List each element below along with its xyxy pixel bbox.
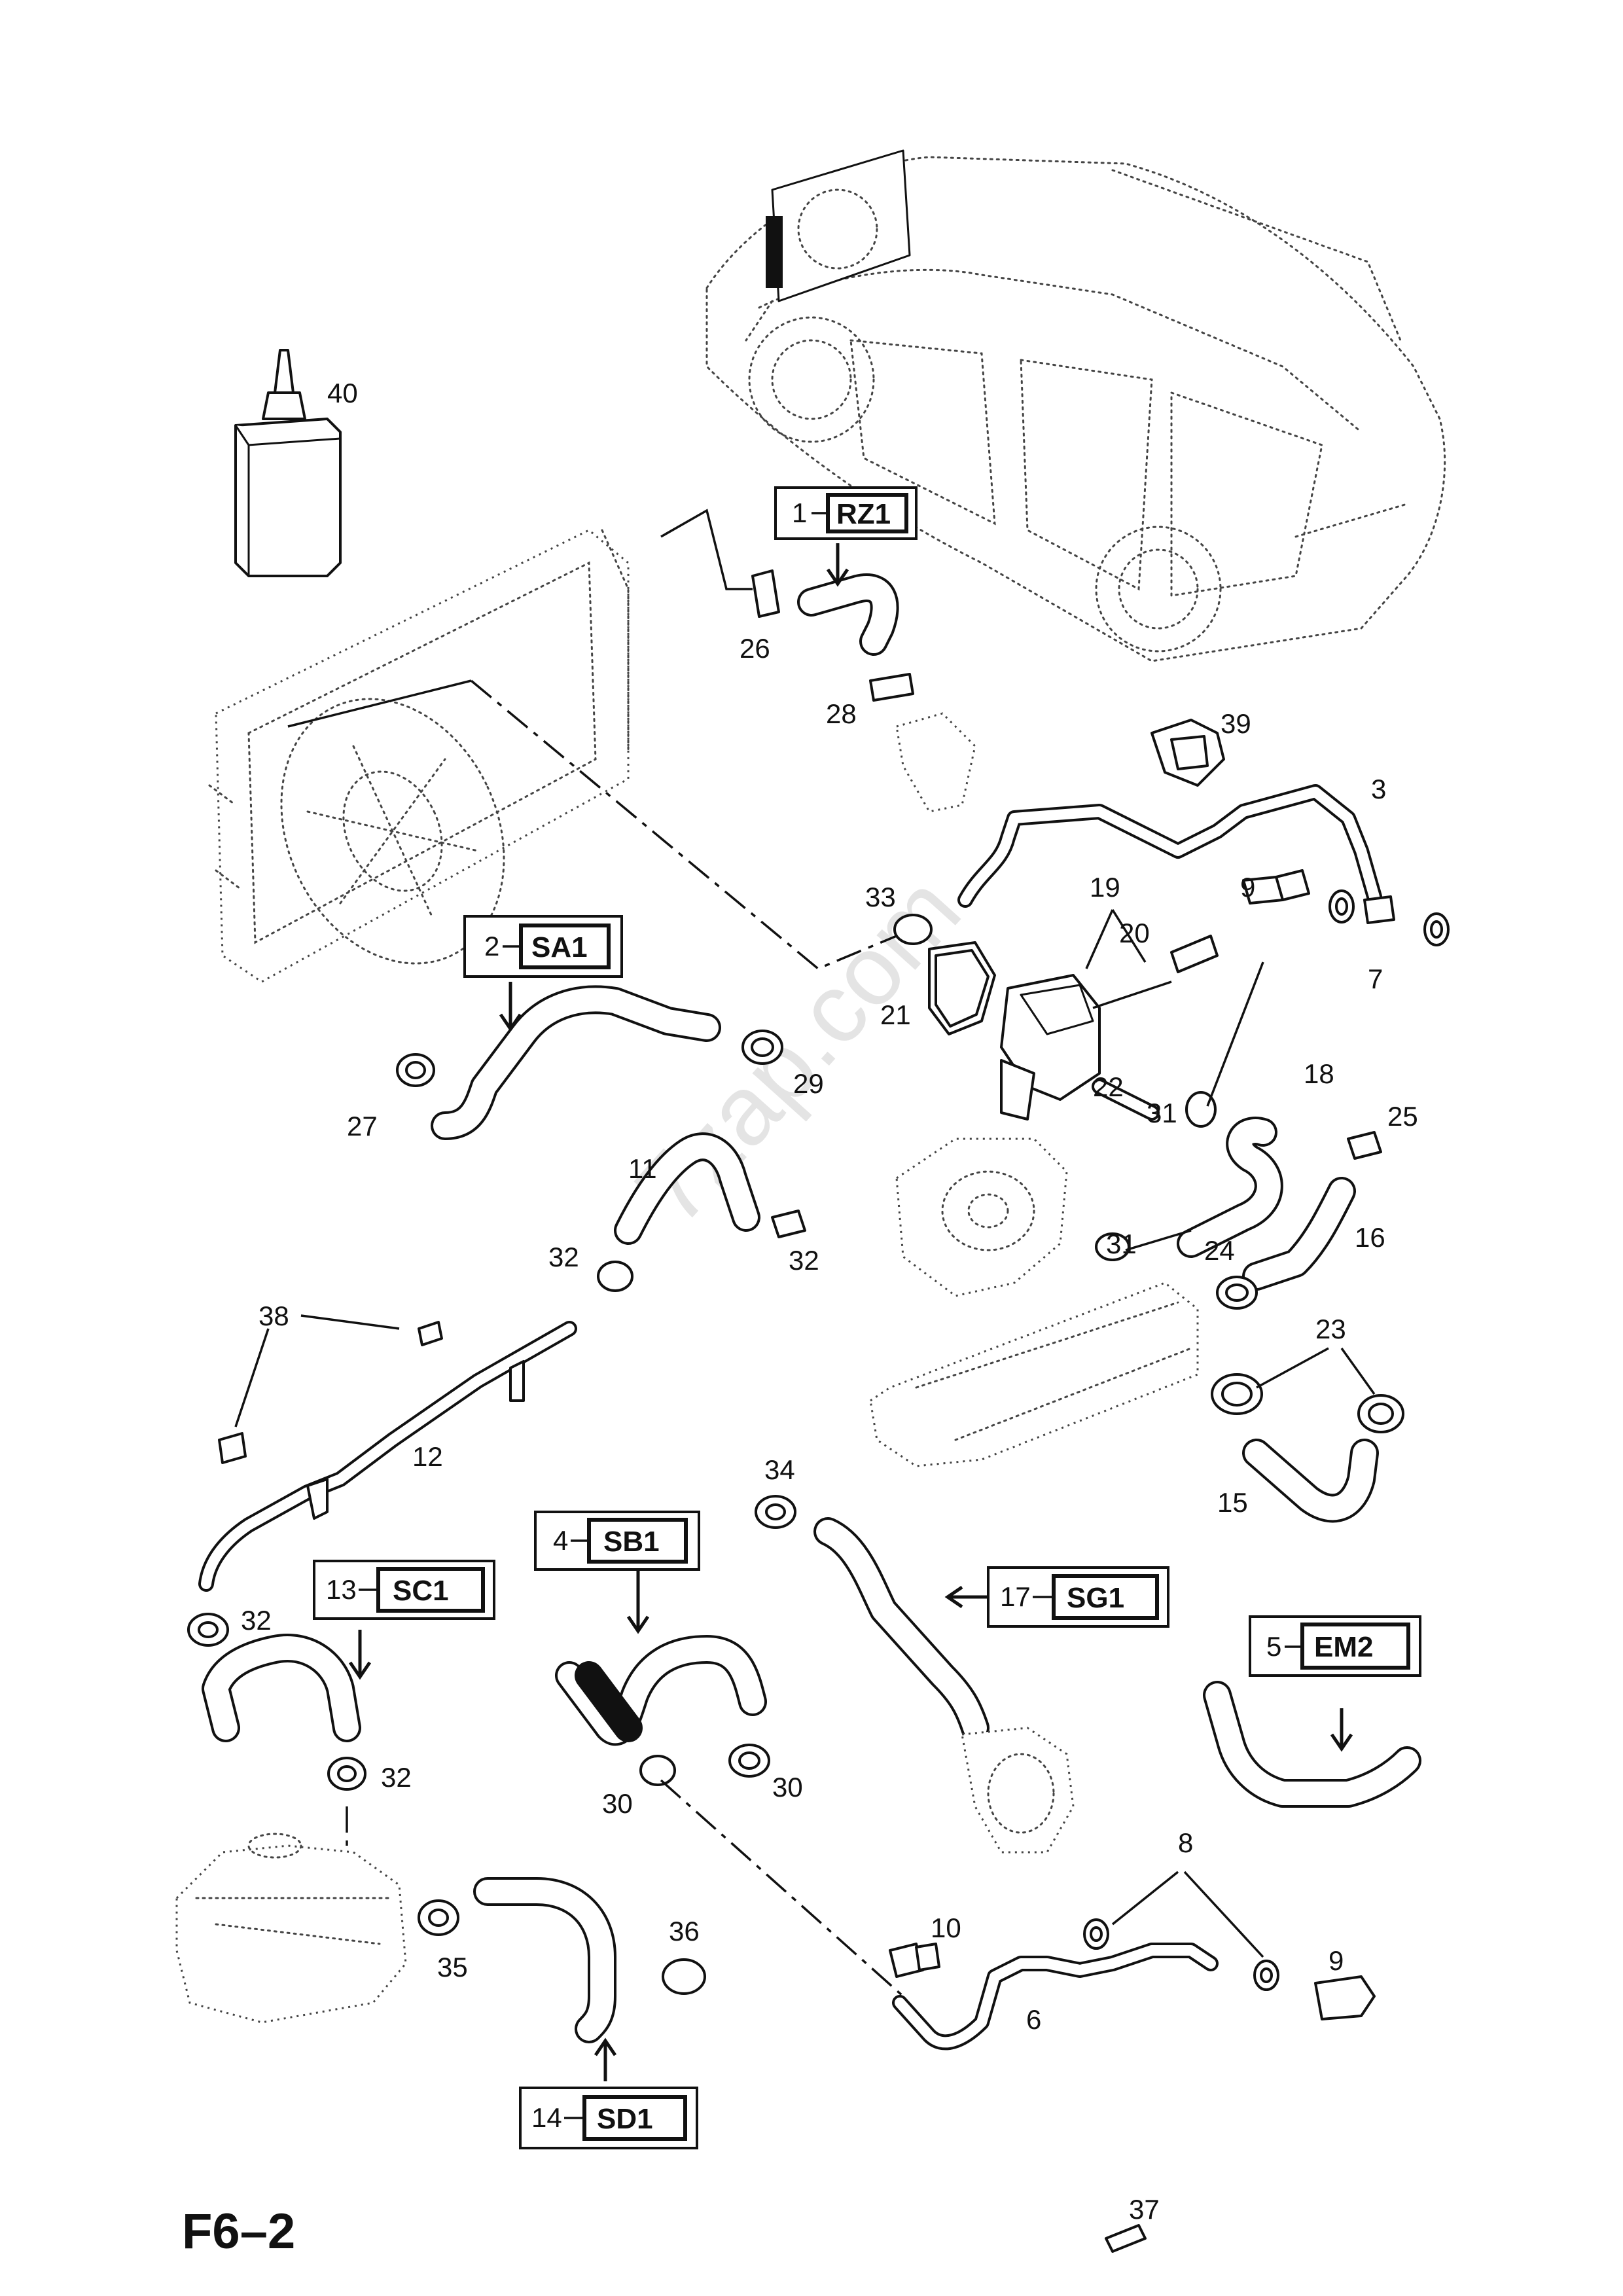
clip-part-39 — [1150, 719, 1225, 787]
coolant-bottle-part-40 — [234, 349, 342, 577]
callout-27: 27 — [347, 1111, 378, 1141]
callout-6: 6 — [1026, 2004, 1041, 2035]
callout-34: 34 — [764, 1454, 795, 1485]
svg-text:1: 1 — [792, 497, 807, 528]
callout-8: 8 — [1178, 1827, 1193, 1858]
callout-20: 20 — [1119, 918, 1150, 948]
callout-10: 10 — [931, 1912, 961, 1943]
hose-part-17-assembly — [755, 1495, 1075, 1854]
link-line-radiator-33 — [470, 679, 897, 971]
hose-part-11-assembly — [597, 1132, 806, 1292]
callout-32-tank: 32 — [381, 1762, 412, 1793]
svg-text:5: 5 — [1266, 1631, 1281, 1662]
svg-text:SD1: SD1 — [597, 2103, 653, 2135]
callout-38: 38 — [259, 1300, 289, 1331]
fitting-parts-9-7-top — [1242, 869, 1450, 946]
callout-37: 37 — [1129, 2194, 1160, 2225]
pipe-part-3 — [957, 784, 1395, 924]
callout-28: 28 — [826, 698, 857, 729]
hose-part-13-assembly — [187, 1613, 366, 1852]
callout-32-left: 32 — [548, 1242, 579, 1272]
callout-35: 35 — [437, 1952, 468, 1982]
callout-12: 12 — [412, 1441, 443, 1472]
callout-22: 22 — [1093, 1071, 1124, 1102]
callout-26: 26 — [740, 633, 770, 664]
pipe-part-12-assembly — [198, 1314, 577, 1592]
thermostat-parts-19-20-21-22 — [928, 909, 1219, 1121]
hose-part-1-assembly — [751, 569, 976, 813]
callout-32-sc1: 32 — [241, 1605, 272, 1636]
engine-block-outline — [895, 1138, 1068, 1297]
group-box-sd1: 14 SD1 — [519, 2087, 698, 2149]
callout-15: 15 — [1217, 1487, 1248, 1518]
expansion-tank-outline — [175, 1833, 407, 2024]
callout-7: 7 — [1368, 963, 1383, 994]
clamp-part-33 — [893, 914, 933, 945]
callout-30-left: 30 — [602, 1788, 633, 1819]
svg-text:13: 13 — [326, 1574, 357, 1605]
hose-part-2-assembly — [396, 985, 783, 1140]
hose-part-4-assembly — [555, 1635, 904, 1998]
callout-33: 33 — [865, 882, 896, 912]
callout-25: 25 — [1387, 1101, 1418, 1132]
callout-labels: 40 26 28 39 3 19 20 33 9 7 21 22 18 31 2… — [241, 378, 1418, 2225]
callout-3: 3 — [1371, 774, 1386, 804]
callout-40: 40 — [327, 378, 358, 408]
vehicle-outline — [705, 149, 1446, 662]
hose-part-5 — [1203, 1681, 1421, 1808]
group-box-sc1: 13 SC1 — [313, 1560, 495, 1620]
callout-21: 21 — [880, 999, 911, 1030]
svg-text:SB1: SB1 — [603, 1526, 660, 1558]
group-box-em2: 5 EM2 — [1249, 1615, 1421, 1677]
svg-text:EM2: EM2 — [1314, 1631, 1373, 1663]
hose-part-18-assembly — [1095, 961, 1283, 1261]
callout-9-bottom: 9 — [1329, 1945, 1344, 1976]
callout-9-top: 9 — [1240, 872, 1255, 903]
callout-32-right: 32 — [789, 1245, 819, 1276]
callout-31-bottom: 31 — [1106, 1229, 1137, 1259]
group-box-rz1: 1 RZ1 — [774, 486, 918, 540]
svg-text:SC1: SC1 — [393, 1575, 449, 1607]
callout-24: 24 — [1204, 1235, 1235, 1266]
svg-text:SG1: SG1 — [1067, 1582, 1124, 1614]
callout-36: 36 — [669, 1916, 700, 1946]
svg-text:SA1: SA1 — [531, 931, 588, 963]
group-arrows — [348, 543, 1353, 2081]
svg-text:2: 2 — [484, 931, 499, 961]
group-box-sa1: 2 SA1 — [463, 915, 623, 978]
hose-part-14-assembly — [418, 1877, 616, 2043]
radiator-fan-assembly — [208, 529, 630, 983]
page-code: F6–2 — [182, 2204, 295, 2259]
group-box-sg1: 17 SG1 — [987, 1566, 1169, 1628]
hose-part-16-assembly — [1216, 1131, 1382, 1310]
callout-30-right: 30 — [772, 1772, 803, 1803]
callout-23: 23 — [1315, 1314, 1346, 1344]
svg-text:RZ1: RZ1 — [836, 498, 891, 530]
svg-text:4: 4 — [553, 1525, 568, 1556]
group-box-sb1: 4 SB1 — [534, 1511, 700, 1571]
cooler-and-hose-part-15 — [869, 1282, 1404, 1523]
callout-31-top: 31 — [1147, 1098, 1177, 1128]
callout-18: 18 — [1304, 1058, 1334, 1089]
svg-text:17: 17 — [1000, 1581, 1031, 1612]
callout-29: 29 — [793, 1068, 824, 1099]
pipe-part-6-assembly — [889, 1871, 1376, 2253]
callout-11: 11 — [628, 1153, 657, 1184]
link-line-radiator-26 — [660, 509, 753, 590]
clamp-part-36 — [662, 1958, 706, 1995]
callout-16: 16 — [1355, 1222, 1385, 1253]
callout-39: 39 — [1221, 708, 1251, 739]
callout-19: 19 — [1090, 872, 1120, 903]
svg-text:14: 14 — [531, 2102, 562, 2133]
